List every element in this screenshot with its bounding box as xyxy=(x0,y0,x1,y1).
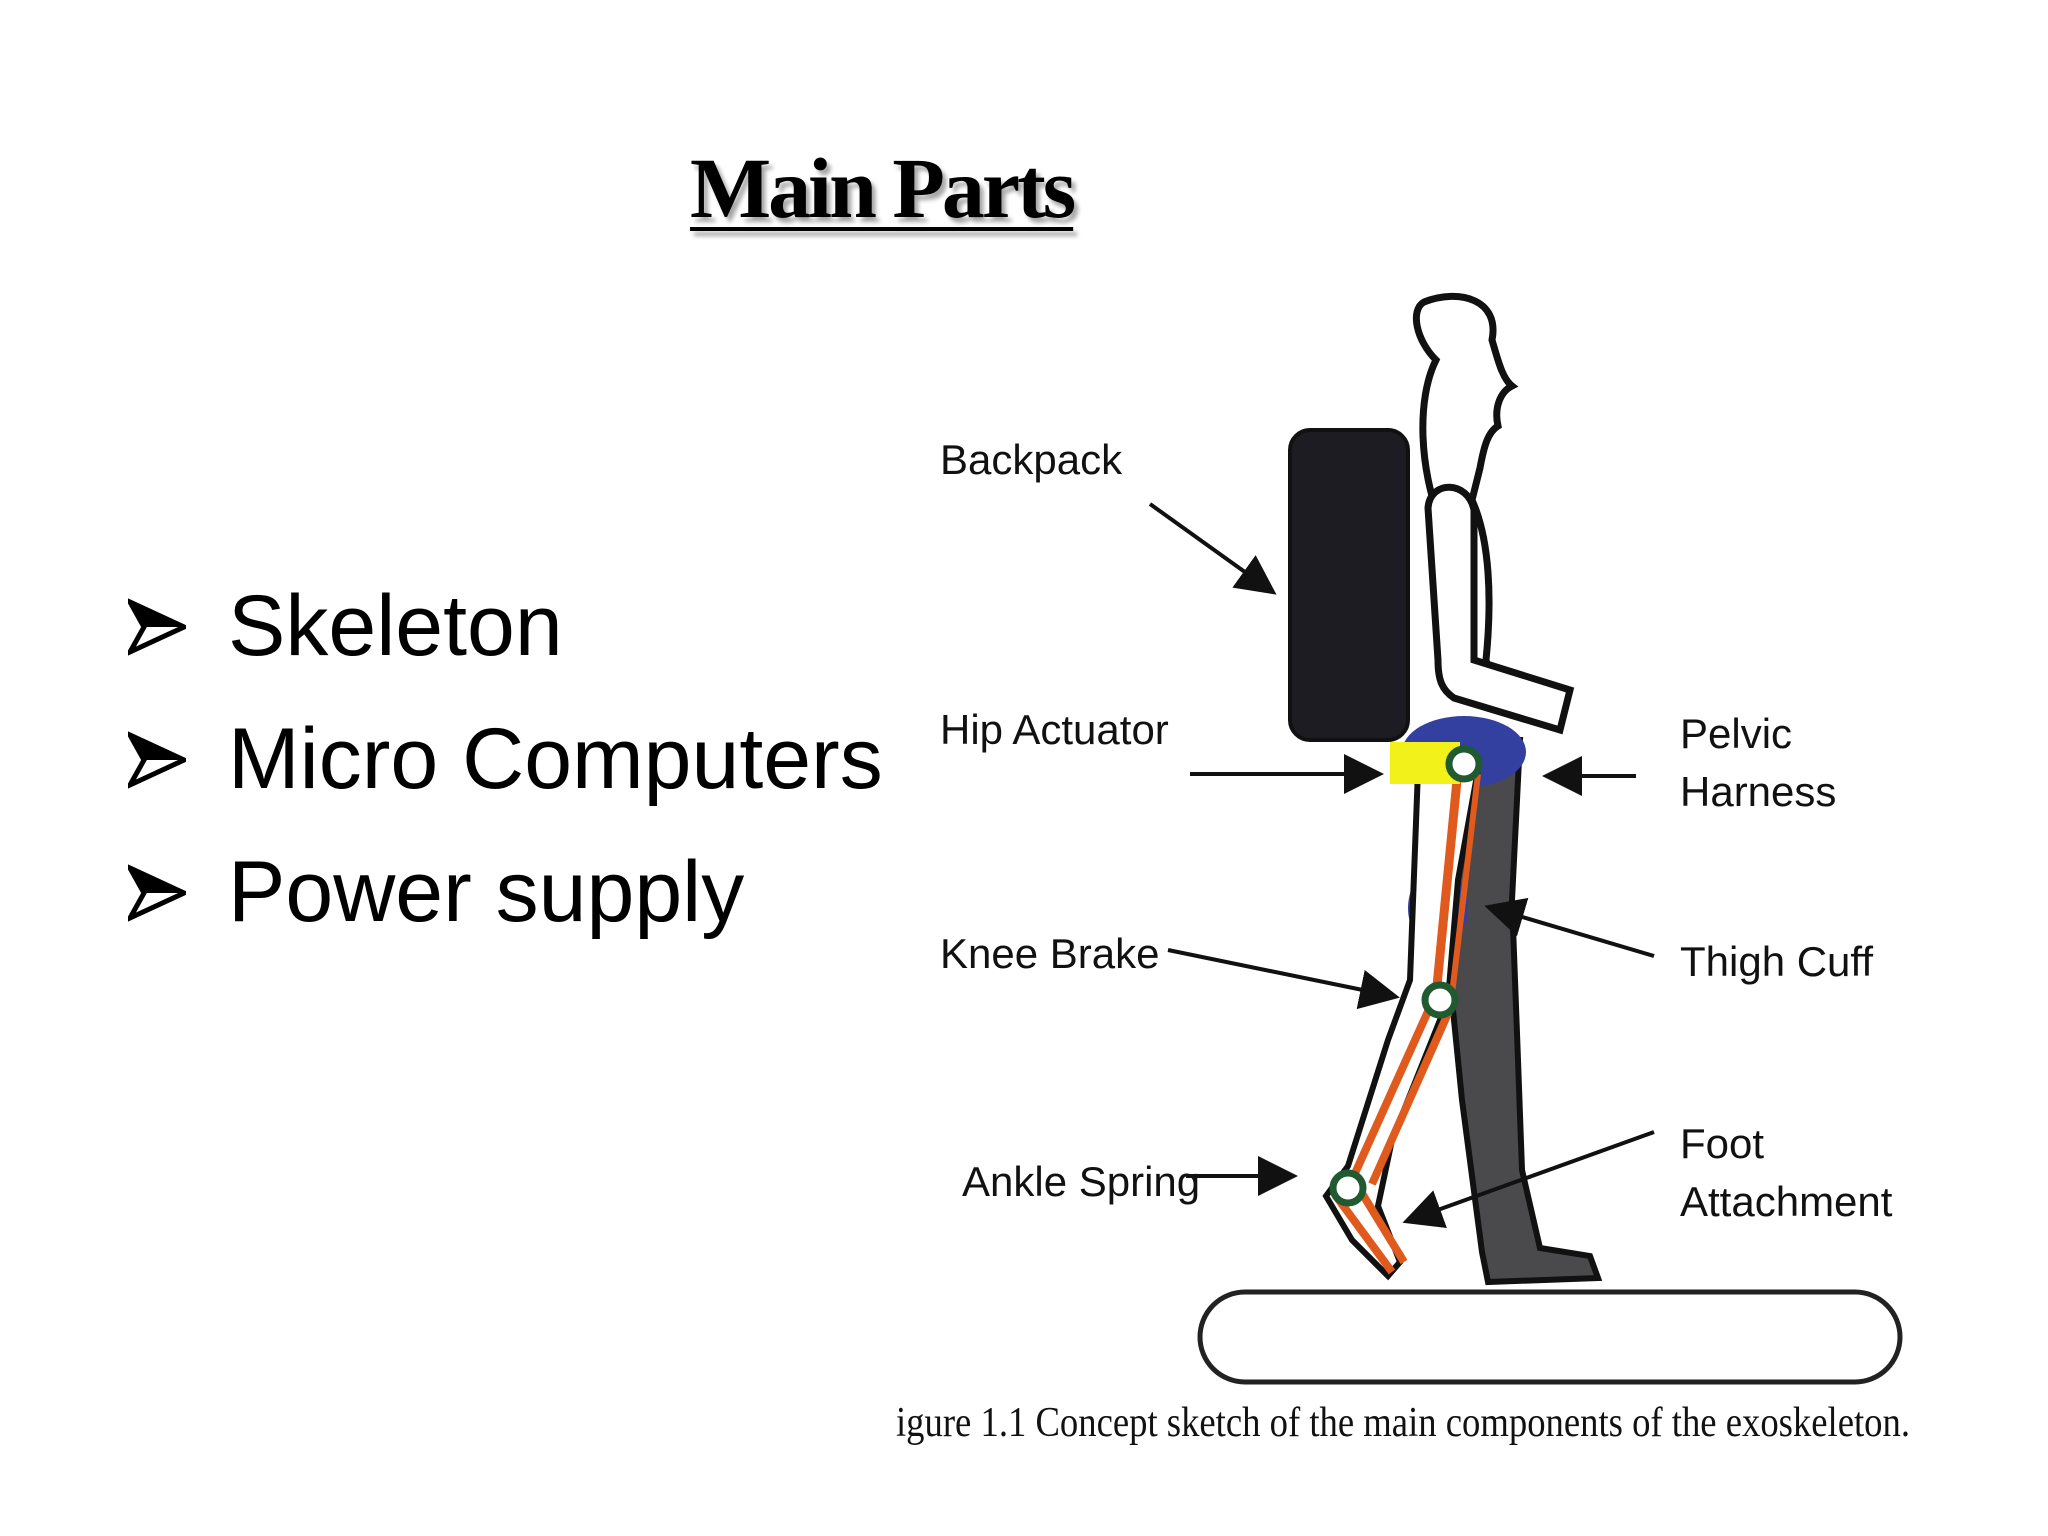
bullet-text: Power supply xyxy=(228,844,745,940)
bullet-text: Micro Computers xyxy=(228,711,883,807)
brace-foot xyxy=(1332,1187,1408,1275)
label-foot-attachment-line2: Attachment xyxy=(1680,1178,1893,1225)
label-pelvic-harness-line2: Harness xyxy=(1680,768,1836,815)
label-backpack: Backpack xyxy=(940,436,1123,483)
bullet-item-skeleton: Skeleton xyxy=(128,560,896,693)
arrow-knee-brake xyxy=(1167,948,1400,1010)
arrowhead-bullet-icon xyxy=(128,730,228,789)
label-foot-attachment-line1: Foot xyxy=(1680,1120,1764,1167)
label-knee-brake: Knee Brake xyxy=(940,930,1159,977)
figure-caption: igure 1.1 Concept sketch of the main com… xyxy=(896,1400,1910,1446)
arm xyxy=(1424,483,1575,735)
brace-shin xyxy=(1348,996,1458,1186)
brace-thigh xyxy=(1431,769,1463,997)
label-pelvic-harness-line1: Pelvic xyxy=(1680,710,1792,757)
ankle-joint xyxy=(1329,1169,1367,1207)
arrowhead-bullet-icon xyxy=(128,863,228,922)
bullet-list: Skeleton Micro Computers Power supply xyxy=(128,560,896,959)
arrow-backpack xyxy=(1148,502,1277,595)
slide-title: Main Parts xyxy=(690,140,1076,236)
bullet-item-power-supply: Power supply xyxy=(128,826,896,959)
label-hip-actuator: Hip Actuator xyxy=(940,706,1169,753)
label-thigh-cuff: Thigh Cuff xyxy=(1680,938,1873,985)
brace-thigh-inner xyxy=(1449,773,1481,995)
arrow-thigh-cuff xyxy=(1484,897,1655,958)
bullet-item-micro-computers: Micro Computers xyxy=(128,693,896,826)
arrow-foot-attachment xyxy=(1402,1130,1655,1228)
label-ankle-spring: Ankle Spring xyxy=(962,1158,1200,1205)
backpack xyxy=(1288,428,1410,742)
hip-joint xyxy=(1445,745,1483,783)
knee-joint xyxy=(1421,981,1459,1019)
arrowhead-bullet-icon xyxy=(128,597,228,656)
bullet-text: Skeleton xyxy=(228,578,563,674)
treadmill-belt xyxy=(1197,1289,1903,1385)
